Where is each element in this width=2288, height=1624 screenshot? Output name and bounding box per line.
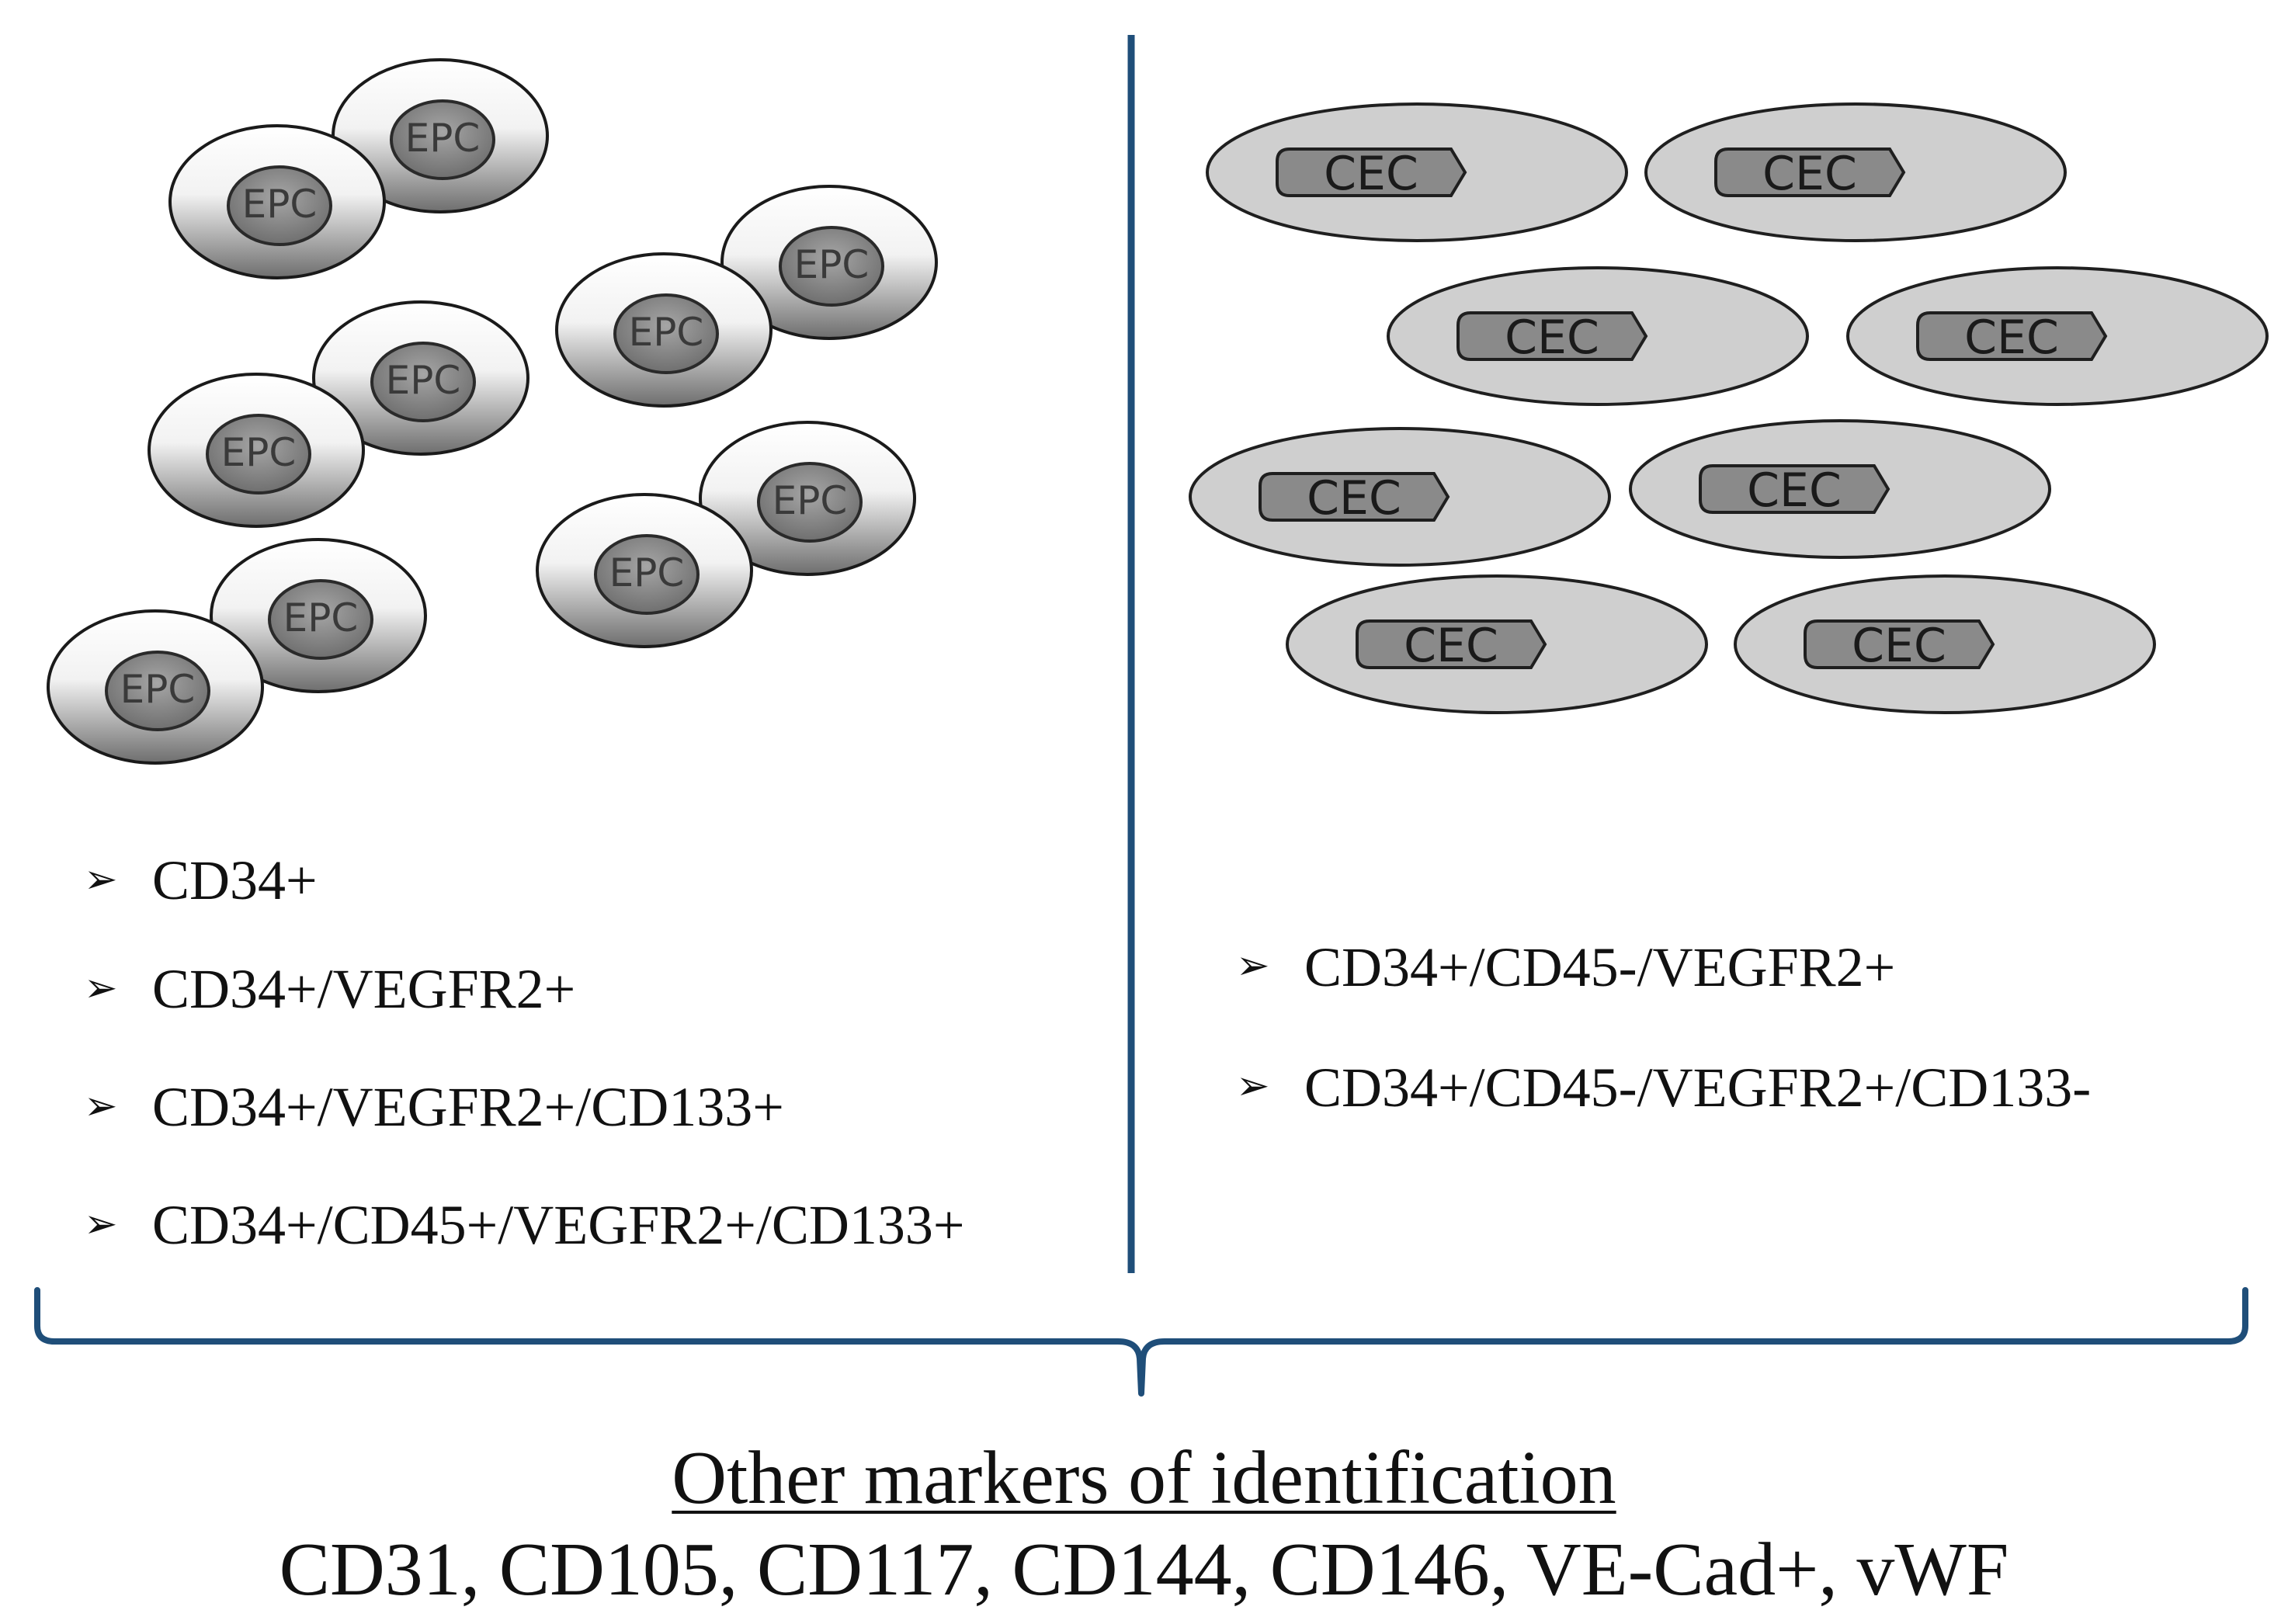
epc-marker-item: CD34+ bbox=[152, 849, 318, 911]
epc-cell-label: EPC bbox=[609, 550, 685, 595]
epc-cell-label: EPC bbox=[283, 595, 359, 640]
epc-cell: EPC bbox=[555, 252, 773, 408]
grouping-brace bbox=[34, 1287, 2248, 1397]
other-markers-heading: Other markers of identification bbox=[0, 1440, 2288, 1516]
epc-marker-item: CD34+/VEGFR2+ bbox=[152, 958, 576, 1020]
cec-cell-label: CEC bbox=[1747, 463, 1842, 518]
bullet-arrow-icon: ➢ bbox=[1236, 942, 1270, 989]
epc-cell: EPC bbox=[699, 421, 916, 576]
bullet-arrow-icon: ➢ bbox=[1236, 1063, 1270, 1109]
cec-cell-label: CEC bbox=[1505, 311, 1599, 365]
epc-cell: EPC bbox=[168, 124, 386, 279]
epc-cell: EPC bbox=[47, 609, 264, 765]
cec-cell-label: CEC bbox=[1762, 147, 1857, 201]
cec-marker-item: CD34+/CD45-/VEGFR2+ bbox=[1304, 936, 1896, 998]
epc-marker-item: CD34+/CD45+/VEGFR2+/CD133+ bbox=[152, 1194, 965, 1256]
epc-cell-label: EPC bbox=[405, 116, 481, 161]
cec-cell: CEC bbox=[1206, 102, 1628, 242]
epc-cell: EPC bbox=[312, 300, 529, 456]
cec-cell-label: CEC bbox=[1852, 619, 1946, 673]
epc-cell-label: EPC bbox=[242, 182, 318, 227]
bullet-arrow-icon: ➢ bbox=[84, 965, 118, 1012]
epc-cell: EPC bbox=[720, 185, 938, 340]
cec-cell: CEC bbox=[1734, 574, 2156, 714]
epc-marker-item: CD34+/VEGFR2+/CD133+ bbox=[152, 1076, 784, 1138]
epc-cell: EPC bbox=[332, 58, 549, 213]
other-markers-list: CD31, CD105, CD117, CD144, CD146, VE-Cad… bbox=[279, 1528, 2009, 1612]
epc-cell-label: EPC bbox=[221, 430, 297, 475]
epc-cell-label: EPC bbox=[386, 358, 461, 403]
epc-cell-label: EPC bbox=[794, 242, 870, 287]
cec-cell: CEC bbox=[1846, 266, 2269, 406]
epc-cell-label: EPC bbox=[120, 667, 196, 712]
epc-cell-label: EPC bbox=[773, 478, 848, 523]
bullet-arrow-icon: ➢ bbox=[84, 856, 118, 903]
cec-cell-label: CEC bbox=[1307, 471, 1401, 526]
cec-cell-sheet: CEC CEC CEC CEC CEC CEC CEC CEC bbox=[1189, 102, 2269, 714]
epc-cell: EPC bbox=[148, 373, 365, 528]
cec-cell-label: CEC bbox=[1964, 311, 2059, 365]
cec-cell: CEC bbox=[1387, 266, 1809, 406]
epc-cell-cluster: EPC EPC EPC EPC EPC EPC EPC EPC EPC EPC bbox=[47, 58, 938, 765]
bullet-arrow-icon: ➢ bbox=[84, 1201, 118, 1247]
cec-marker-item: CD34+/CD45-/VEGFR2+/CD133- bbox=[1304, 1057, 2092, 1119]
cec-cell-label: CEC bbox=[1324, 147, 1418, 201]
cec-cell: CEC bbox=[1286, 574, 1708, 714]
other-markers-heading-text: Other markers of identification bbox=[672, 1436, 1616, 1520]
bullet-arrow-icon: ➢ bbox=[84, 1083, 118, 1130]
cec-cell: CEC bbox=[1644, 102, 2067, 242]
cec-cell-label: CEC bbox=[1404, 619, 1498, 673]
epc-cell: EPC bbox=[536, 493, 753, 648]
epc-cell-label: EPC bbox=[629, 310, 704, 355]
cec-cell: CEC bbox=[1189, 427, 1611, 567]
cec-cell: CEC bbox=[1629, 419, 2051, 559]
epc-cell: EPC bbox=[210, 538, 427, 693]
